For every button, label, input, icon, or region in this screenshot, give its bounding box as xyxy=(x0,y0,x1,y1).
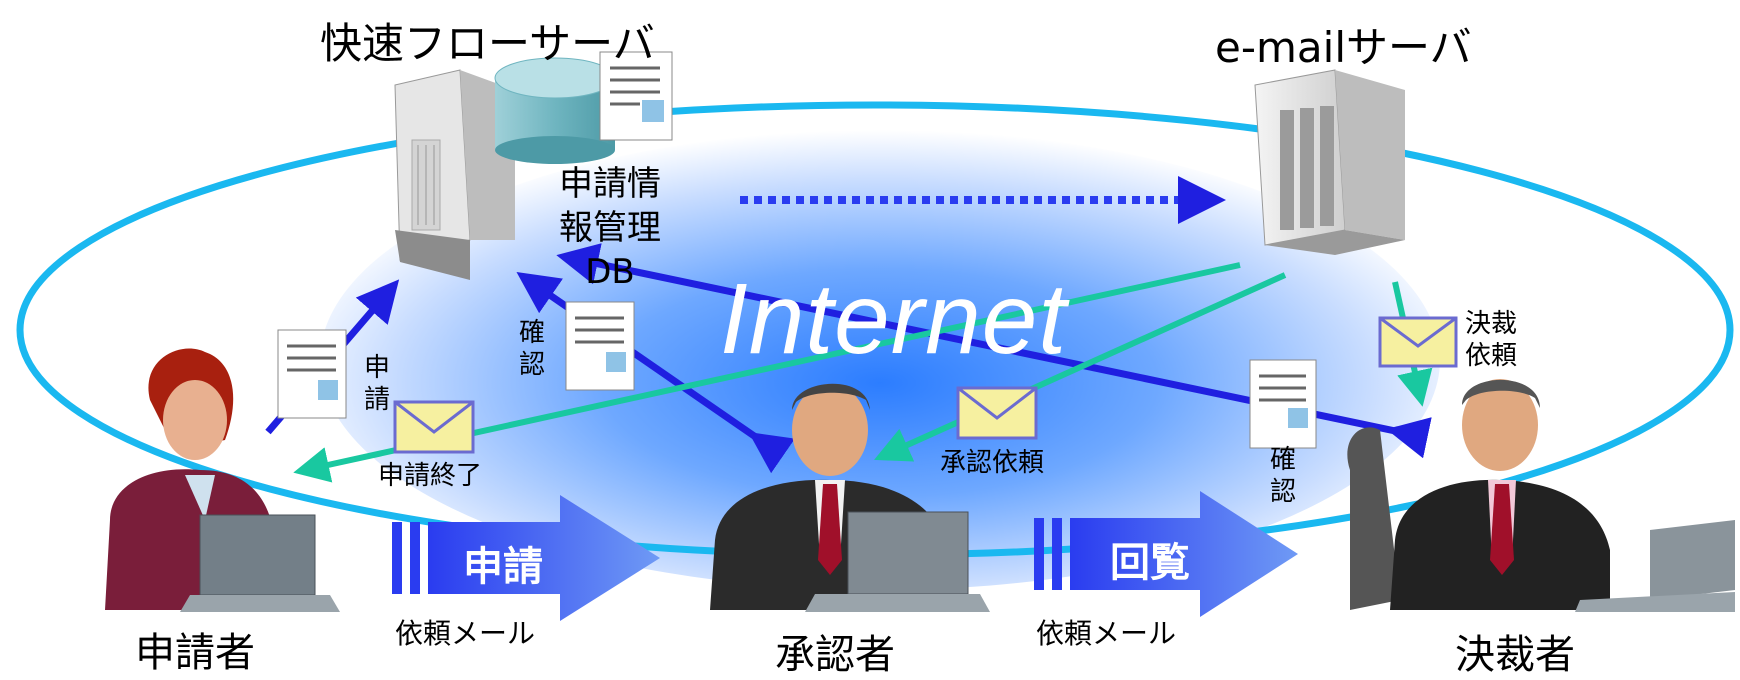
approval-request-label: 承認依頼 xyxy=(940,448,1045,478)
db-label: 申請情報管理DB xyxy=(559,164,661,292)
applicant-label: 申請者 xyxy=(135,630,255,676)
approval-request-arrow xyxy=(874,272,1287,462)
step-arrow-apply xyxy=(392,495,660,621)
flow-server-icon xyxy=(394,69,515,280)
decider-label: 決裁者 xyxy=(1455,632,1575,678)
applicant-figure xyxy=(105,348,340,612)
mail-server-title: e‐mailサーバ xyxy=(1215,23,1472,72)
confirm-label-2: 確認 xyxy=(1269,445,1296,507)
internet-label: Internet xyxy=(720,263,1068,375)
apply-done-label: 申請終了 xyxy=(378,461,483,491)
confirm-label-1: 確認 xyxy=(518,318,545,380)
envelope-icon xyxy=(1378,316,1458,368)
envelope-icon xyxy=(956,386,1038,440)
apply-label: 申請 xyxy=(363,353,390,415)
step-apply-label: 申請 xyxy=(463,544,543,590)
flow-server-title: 快速フローサーバ xyxy=(320,19,655,68)
document-icon xyxy=(1249,359,1317,449)
step-circulate-caption: 依頼メール xyxy=(1036,617,1177,650)
decision-request-label: 決裁依頼 xyxy=(1465,309,1518,371)
step-circulate-label: 回覧 xyxy=(1110,540,1190,586)
envelope-icon xyxy=(393,400,475,454)
approver-label: 承認者 xyxy=(775,632,895,678)
document-icon xyxy=(599,51,673,141)
document-icon xyxy=(565,301,635,391)
decider-figure xyxy=(1347,379,1735,612)
document-icon xyxy=(277,329,347,419)
step-arrow-circulate xyxy=(1034,491,1298,617)
approver-figure xyxy=(710,383,990,612)
database-icon xyxy=(494,57,616,164)
mail-server-icon xyxy=(1254,69,1405,255)
step-apply-caption: 依頼メール xyxy=(395,617,536,650)
